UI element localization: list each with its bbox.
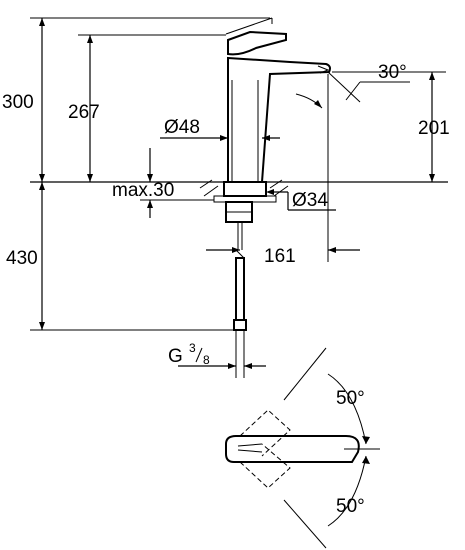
spout-outlet	[317, 65, 330, 74]
mounting-base	[223, 181, 267, 197]
dimension-below-deck: 430	[6, 182, 236, 331]
lever-travel-line	[225, 17, 273, 35]
faucet-top-view: 50° 50°	[225, 347, 380, 549]
dimension-spout-height: 267	[68, 34, 226, 182]
label-connection-num: 3	[189, 341, 196, 355]
lever-position-upper	[239, 409, 291, 457]
dimension-outlet-height: 201	[332, 71, 450, 182]
lever-position-lower	[239, 443, 291, 489]
label-max-deck: max.30	[112, 180, 174, 201]
label-total-height: 300	[2, 92, 34, 113]
label-rotation-upper: 50°	[336, 388, 365, 409]
top-view-lever	[225, 435, 360, 463]
label-below-deck: 430	[6, 248, 38, 269]
dimension-total-height: 300	[2, 17, 270, 182]
faucet-side-view	[199, 17, 331, 378]
lever-handle	[227, 30, 287, 56]
label-spout-reach: 161	[264, 246, 296, 267]
label-connection-g: G	[168, 346, 183, 367]
label-hole-diameter: Ø34	[292, 190, 328, 211]
label-rotation-lower: 50°	[336, 496, 365, 517]
faucet-body	[227, 56, 331, 183]
dimension-spout-reach: 161	[206, 74, 360, 267]
dimension-base-diameter: Ø48	[160, 117, 280, 141]
label-spout-height: 267	[68, 102, 100, 123]
flexible-hose	[235, 257, 245, 321]
label-base-diameter: Ø48	[164, 117, 200, 138]
hose-fitting	[233, 319, 247, 331]
label-outlet-height: 201	[418, 118, 450, 139]
label-connection-den: 8	[203, 353, 210, 367]
dimension-connection: G 3 8	[168, 341, 266, 369]
dimension-max-deck: max.30	[112, 148, 214, 218]
